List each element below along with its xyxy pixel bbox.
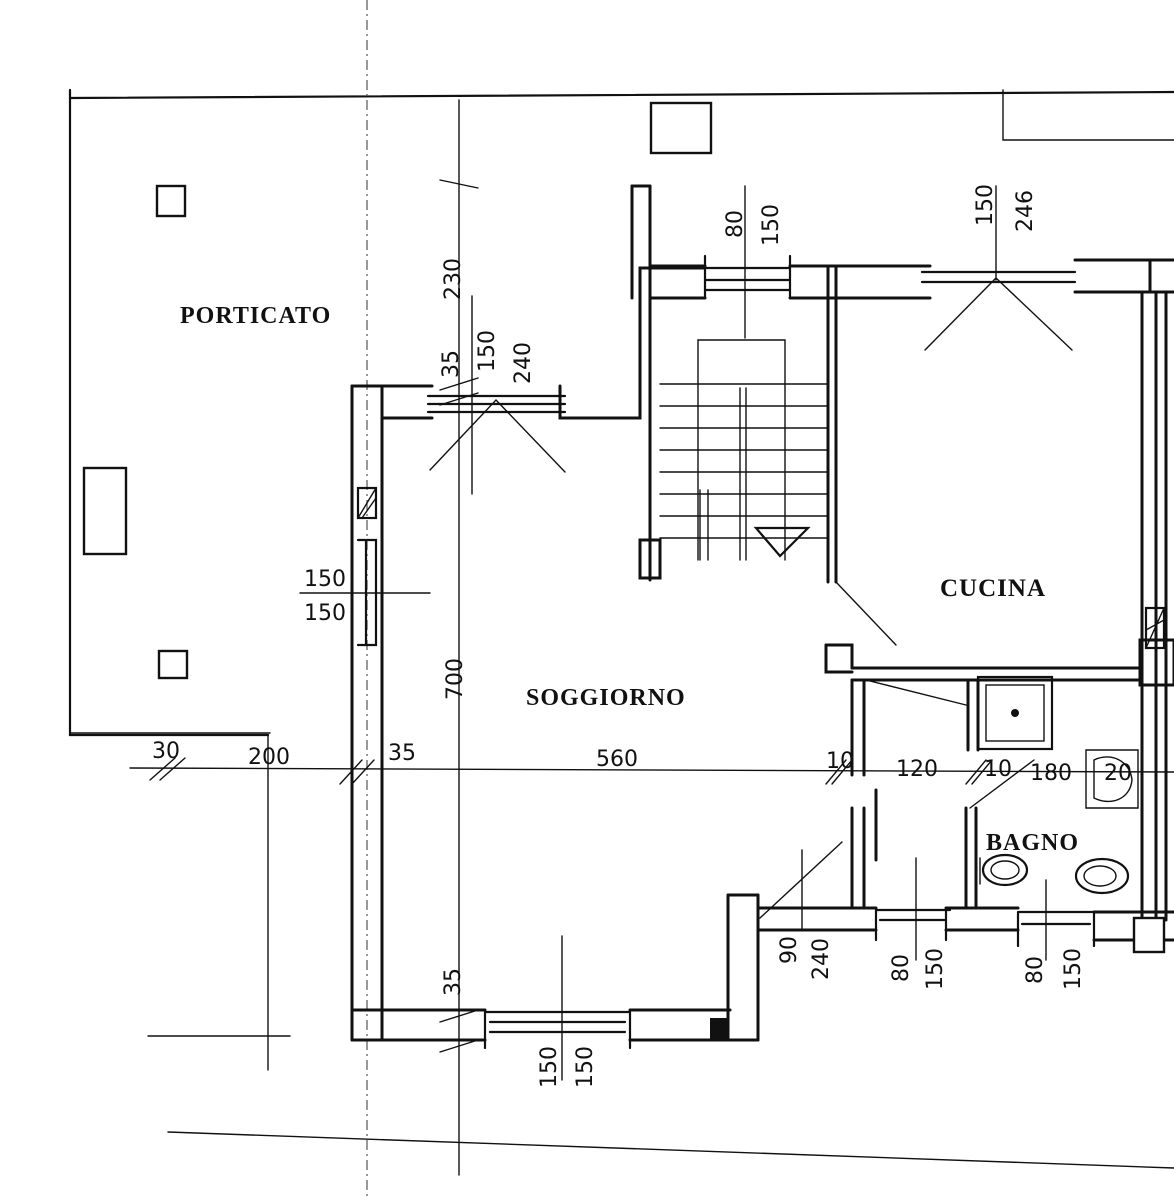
dim-80-stair: 80 — [723, 210, 748, 238]
porch-outline — [68, 88, 1174, 737]
dim-150-left-a: 150 — [304, 567, 346, 592]
dim-35-top: 35 — [439, 350, 464, 378]
dim-700: 700 — [443, 658, 468, 700]
porticato-label: PORTICATO — [180, 303, 331, 329]
soggiorno-label: SOGGIORNO — [526, 685, 686, 711]
cucina-label: CUCINA — [940, 575, 1046, 602]
bidet — [1074, 857, 1130, 895]
toilet — [979, 853, 1029, 887]
dim-80-bagno: 80 — [1023, 956, 1048, 984]
dim-80-bath: 80 — [889, 954, 914, 982]
dim-35-bottom: 35 — [441, 968, 466, 996]
dim-120: 120 — [896, 757, 938, 782]
washbasin — [1085, 749, 1139, 809]
dim-10-a: 10 — [826, 749, 854, 774]
dim-150-kitchen: 150 — [973, 184, 998, 226]
chimney-flue — [356, 486, 1166, 1040]
shower-tray — [976, 675, 1054, 751]
dim-35-h: 35 — [388, 741, 416, 766]
dim-150-left-b: 150 — [304, 601, 346, 626]
dim-150-bottom-a: 150 — [537, 1046, 562, 1088]
dim-200: 200 — [248, 745, 290, 770]
bagno-label: BAGNO — [986, 830, 1079, 856]
dim-10-b: 10 — [984, 757, 1012, 782]
dim-20: 20 — [1104, 761, 1132, 786]
dim-180: 180 — [1030, 761, 1072, 786]
dim-150-bagno: 150 — [1061, 948, 1086, 990]
dim-240-top: 240 — [511, 342, 536, 384]
dimension-labels: 230 35 150 240 80 150 150 246 150 150 70… — [152, 184, 1132, 1088]
dim-150-stair: 150 — [759, 204, 784, 246]
dim-150-bottom-b: 150 — [573, 1046, 598, 1088]
dim-246-kitchen: 246 — [1013, 190, 1038, 232]
dim-30: 30 — [152, 739, 180, 764]
dim-230: 230 — [441, 258, 466, 300]
porch-pillars — [82, 101, 713, 680]
dim-560: 560 — [596, 747, 638, 772]
staircase — [659, 339, 829, 561]
dim-150-top: 150 — [475, 330, 500, 372]
dim-150-bath: 150 — [923, 948, 948, 990]
dim-90-door: 90 — [777, 936, 802, 964]
dimension-lines — [129, 99, 1174, 1176]
dim-240-door: 240 — [809, 938, 834, 980]
